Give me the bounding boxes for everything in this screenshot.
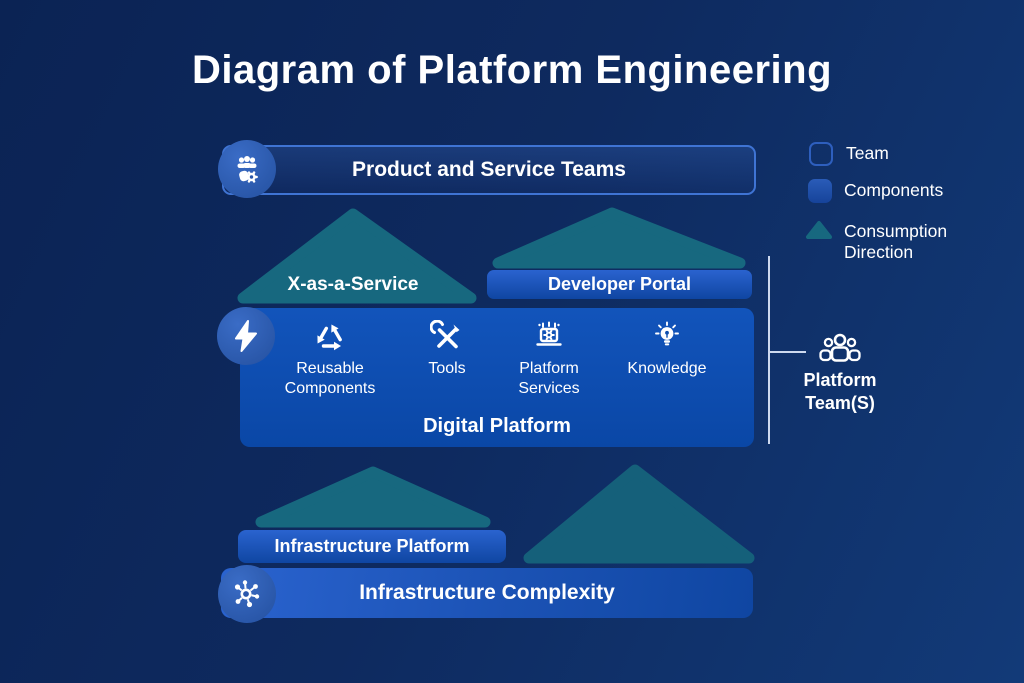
- platform-team-bracket-tick: [768, 351, 806, 353]
- platform-team-label: Platform Team(S): [803, 370, 877, 414]
- components-swatch: [808, 179, 832, 203]
- legend-item-consumption-direction: Consumption Direction: [806, 220, 966, 263]
- recycle-icon: [317, 324, 342, 351]
- node-infrastructure-platform: Infrastructure Platform: [238, 530, 506, 563]
- node-digital-platform: Reusable Components Tools: [240, 308, 754, 447]
- infrastructure-complexity-label: Infrastructure Complexity: [359, 581, 615, 604]
- node-infrastructure-complexity: Infrastructure Complexity: [221, 568, 753, 618]
- consumption-arrow-devportal: [492, 207, 746, 269]
- dp-item-platform-services: Platform Services: [494, 320, 604, 398]
- dp-item-label: Reusable Components: [284, 360, 376, 397]
- dp-item-knowledge: Knowledge: [612, 320, 722, 379]
- digital-platform-label: Digital Platform: [423, 415, 571, 437]
- network-badge: [218, 565, 276, 623]
- bolt-badge: [217, 307, 275, 365]
- legend-item-team: Team: [809, 142, 889, 166]
- infrastructure-platform-label: Infrastructure Platform: [274, 536, 470, 556]
- dp-item-reusable-components: Reusable Components: [275, 320, 385, 398]
- people-gear-icon: [237, 156, 258, 183]
- knowledge-icon: [655, 321, 679, 346]
- node-x-as-a-service: X-as-a-Service: [287, 274, 419, 295]
- team-group-icon: [819, 333, 861, 362]
- dp-item-label: Tools: [428, 360, 466, 377]
- dp-item-tools: Tools: [392, 320, 502, 379]
- node-developer-portal: Developer Portal: [487, 270, 752, 299]
- dp-item-label: Platform Services: [518, 360, 580, 397]
- consumption-arrow-xaas: [237, 208, 477, 304]
- page-title: Diagram of Platform Engineering: [191, 48, 833, 92]
- legend-label: Components: [844, 180, 944, 200]
- dp-item-label: Knowledge: [627, 360, 707, 377]
- bolt-icon: [235, 320, 257, 352]
- platform-services-icon: [536, 321, 562, 346]
- network-hub-icon: [234, 580, 260, 608]
- platform-team-bracket-line: [768, 256, 770, 444]
- consumption-direction-swatch: [806, 221, 832, 239]
- tools-icon: [430, 320, 460, 349]
- team-swatch: [809, 142, 833, 166]
- product-service-teams-label: Product and Service Teams: [352, 158, 626, 181]
- legend-label: Team: [846, 143, 889, 163]
- node-product-service-teams: Product and Service Teams: [222, 145, 756, 195]
- legend-item-components: Components: [808, 179, 943, 203]
- developer-portal-label: Developer Portal: [547, 274, 692, 294]
- people-gear-badge: [218, 140, 276, 198]
- legend-label: Consumption Direction: [844, 221, 948, 262]
- node-platform-team: Platform Team(S): [794, 332, 886, 415]
- consumption-arrow-infra-platform: [255, 466, 491, 528]
- consumption-arrow-infra-complexity: [523, 464, 755, 564]
